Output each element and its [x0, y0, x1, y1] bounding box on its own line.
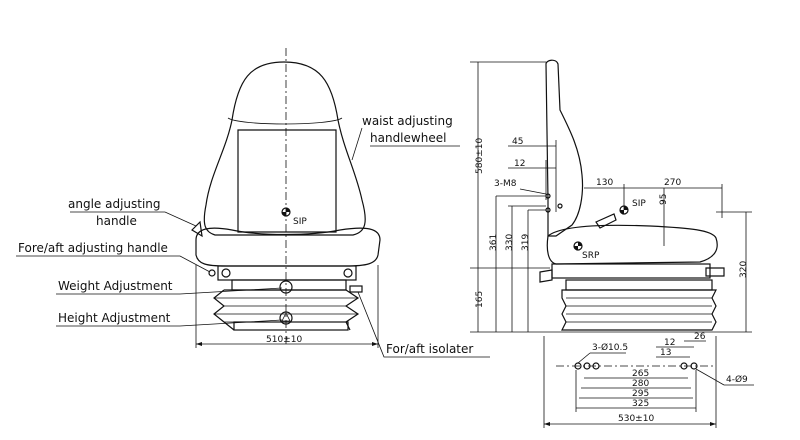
side-suspension: [561, 289, 717, 331]
dim-330: 330: [505, 234, 515, 251]
dim-319: 319: [521, 234, 531, 251]
angle-label-1: angle adjusting: [68, 197, 161, 211]
isolater-label: For/aft isolater: [386, 342, 473, 356]
backrest-panel: [237, 129, 337, 233]
dim-325: 325: [632, 399, 649, 409]
dim-530: 530±10: [618, 414, 654, 424]
dim-165: 165: [475, 291, 485, 308]
seat-cushion: [195, 227, 381, 267]
dim-130: 130: [596, 178, 613, 188]
dim-280: 280: [632, 379, 649, 389]
waist-label-2: handlewheel: [370, 131, 446, 145]
sip-label: SIP: [293, 217, 307, 227]
m8-label: 3-M8: [494, 179, 517, 189]
waist-label-1: waist adjusting: [362, 114, 453, 128]
width-dimension: 510±10: [266, 335, 302, 345]
dim-45: 45: [512, 137, 523, 147]
holes-small-label: 3-Ø10.5: [592, 342, 628, 353]
dim-95: 95: [659, 194, 669, 205]
fore-aft-label: Fore/aft adjusting handle: [18, 241, 168, 255]
front-view: SIP 510±10 waist adjusting handlewheel a…: [16, 48, 490, 358]
holes-large-label: 4-Ø9: [726, 374, 748, 385]
srp-label: SRP: [582, 251, 600, 261]
weight-label: Weight Adjustment: [58, 279, 173, 293]
side-backrest: [545, 59, 584, 237]
fore-aft-handle: [208, 269, 216, 277]
side-cushion: [546, 224, 718, 265]
dim-580: 580±10: [475, 138, 485, 174]
dim-base-13: 13: [660, 348, 671, 358]
dim-base-12: 12: [664, 338, 675, 348]
dim-270: 270: [664, 178, 681, 188]
height-label: Height Adjustment: [58, 311, 171, 325]
dim-361: 361: [489, 234, 499, 251]
seat-frame: [217, 265, 357, 281]
dim-base-26: 26: [694, 332, 706, 342]
side-view: SIP SRP 3-M8 45 12 130 270 95 580±10 361: [470, 59, 752, 333]
angle-label-2: handle: [96, 214, 137, 228]
hole-large: [680, 362, 688, 370]
dim-320: 320: [739, 261, 749, 278]
dim-295: 295: [632, 389, 649, 399]
dim-265: 265: [632, 369, 649, 379]
side-sip-label: SIP: [632, 199, 646, 209]
base-plan: 3-Ø10.5 4-Ø9 12 26 13 265 280 295 325 53…: [543, 332, 754, 428]
backrest-outline: [203, 61, 366, 236]
side-frame: [551, 263, 711, 279]
dim-12: 12: [514, 159, 525, 169]
isolater-tab: [349, 285, 363, 293]
